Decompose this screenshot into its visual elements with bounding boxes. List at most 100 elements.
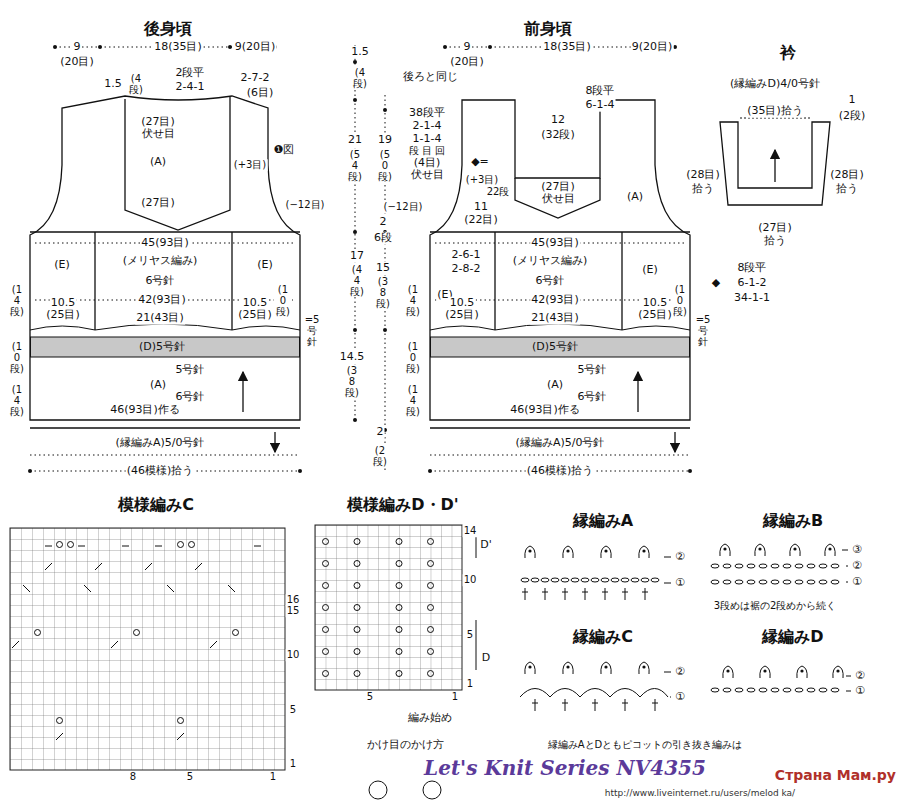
row-number: ②: [674, 551, 686, 564]
note-label: 編み始め: [407, 712, 453, 725]
drawing-circle: [396, 561, 402, 567]
needle-size: =5号針: [694, 314, 712, 347]
drawing-use: [621, 578, 629, 582]
drawing-use: [755, 544, 765, 556]
piece-title: 縁編みC: [508, 626, 698, 648]
needle-size: 6号針: [577, 391, 608, 404]
dimension-number: 34-1-1: [733, 292, 771, 305]
drawing-path: [242, 372, 243, 412]
drawing-circle: [354, 605, 360, 611]
dimension-number: 1: [269, 771, 277, 783]
drawing-circle: [353, 328, 357, 332]
note-label: (A): [149, 156, 167, 169]
drawing-path: [515, 178, 600, 218]
drawing-use: [760, 666, 770, 678]
drawing-path: [637, 372, 638, 412]
drawing-circle: [353, 60, 357, 64]
needle-size: (D)5号針: [138, 341, 186, 354]
drawing-path: [30, 324, 300, 330]
drawing-rect: [315, 525, 462, 690]
dimension-number: 14: [463, 525, 478, 537]
drawing-use: [735, 580, 743, 584]
needle-size: 6号針: [145, 275, 176, 288]
drawing-use: [639, 546, 649, 558]
dimension-label: (10段): [404, 341, 422, 374]
dimension-number: 2-6-1: [451, 249, 482, 262]
drawing-circle: [353, 230, 357, 234]
dimension-label: (25目): [45, 309, 81, 322]
dimension-label: (−12目): [285, 199, 326, 211]
needle-size: 6号針: [535, 275, 566, 288]
dimension-number: 10.5: [642, 297, 669, 310]
drawing-use: [562, 588, 568, 600]
drawing-circle: [443, 45, 447, 49]
drawing-circle: [396, 605, 402, 611]
dimension-label: (22目): [463, 214, 499, 227]
dimension-label: (27目): [757, 222, 793, 235]
dimension-label: 8段平: [585, 85, 616, 98]
drawing-circle: [68, 542, 74, 548]
dimension-number: 2: [376, 426, 385, 439]
drawing-path: [56, 733, 184, 740]
drawing-circle: [323, 649, 329, 655]
drawing-path: [125, 97, 230, 230]
drawing-path: [495, 232, 622, 330]
dimension-label: 38段平: [408, 107, 446, 120]
note-label: (A): [626, 191, 644, 204]
dimension-label: (54段): [346, 149, 364, 182]
dimension-label: (6目): [246, 87, 275, 100]
drawing-use: [525, 546, 535, 558]
drawing-circle: [233, 630, 239, 636]
drawing-use: [601, 662, 611, 674]
drawing-circle: [323, 539, 329, 545]
needle-size: (縁編みA)5/0号針: [115, 437, 206, 450]
note-label: 拾う: [763, 235, 787, 248]
drawing-path: [664, 550, 851, 697]
drawing-use: [711, 564, 719, 568]
edging-box: 縁編みC: [508, 626, 698, 714]
needle-size: 5号針: [577, 364, 608, 377]
piece-title: 模様編みD・D': [304, 494, 502, 516]
drawing-use: [641, 578, 649, 582]
note-label: 拾う: [691, 183, 715, 196]
dimension-label: 22段: [486, 186, 511, 198]
drawing-g: [30, 45, 690, 471]
drawing-path: [95, 232, 232, 330]
dimension-number: 6-1-2: [737, 277, 768, 290]
note-label: (46模様)拾う: [126, 465, 195, 478]
piece-title: 前身頃: [391, 18, 704, 40]
drawing-use: [795, 580, 803, 584]
drawing-rect: [10, 528, 285, 770]
drawing-use: [825, 544, 835, 556]
drawing-circle: [57, 718, 63, 724]
dimension-label: 8段平: [737, 262, 768, 275]
drawing-use: [642, 588, 648, 600]
dimension-label: (+3目): [233, 159, 268, 171]
drawing-use: [571, 578, 579, 582]
drawing-use: [735, 688, 743, 692]
dimension-label: かけ目のかけ方: [366, 739, 445, 752]
drawing-use: [783, 688, 791, 692]
drawing-use: [819, 580, 827, 584]
drawing-use: [790, 544, 800, 556]
dimension-label: (14段): [8, 284, 26, 317]
dimension-label: (4段): [351, 67, 369, 89]
drawing-path: [520, 689, 668, 698]
drawing-use: [771, 564, 779, 568]
note-label: (メリヤス編み): [512, 255, 589, 268]
dimension-label: (38段): [343, 365, 361, 398]
dimension-number: 21: [347, 134, 363, 147]
drawing-use: [522, 588, 528, 600]
dimension-label: (2段): [371, 445, 389, 467]
dimension-label: 18(35目): [542, 41, 592, 54]
dimension-number: 10: [286, 649, 301, 661]
dimension-label: (20目): [449, 56, 485, 69]
drawing-circle: [178, 542, 184, 548]
drawing-path: [45, 563, 202, 570]
dimension-label: 6段: [373, 232, 393, 245]
dimension-number: 15: [375, 262, 391, 275]
note-label: 縁編みAとDともピコットの引き抜き編みは: [547, 739, 744, 751]
note-label: (A): [546, 379, 564, 392]
drawing-use: [525, 662, 535, 674]
dimension-number: 1.5: [350, 46, 370, 59]
